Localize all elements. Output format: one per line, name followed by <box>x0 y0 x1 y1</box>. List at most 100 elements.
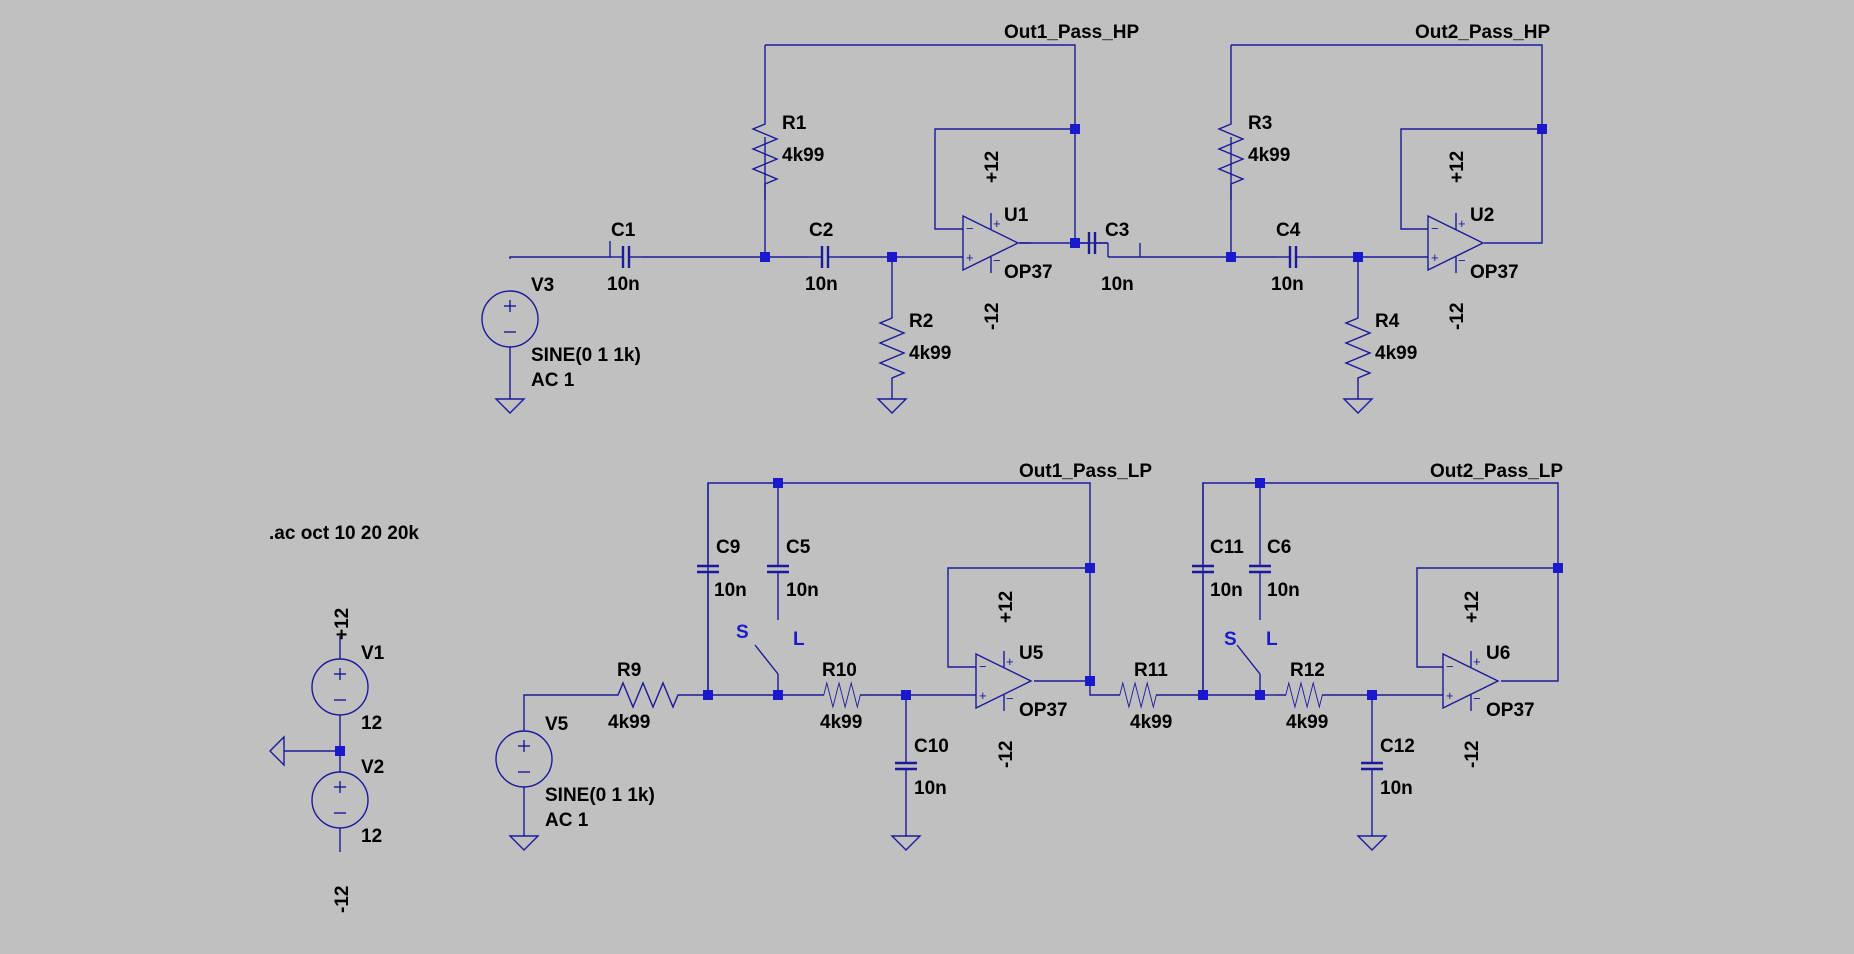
capacitor <box>608 244 644 270</box>
r2-value: 4k99 <box>909 343 951 364</box>
capacitor <box>807 244 843 270</box>
pin-polarity-mark: + <box>1006 654 1014 669</box>
junction-dot <box>1553 563 1563 573</box>
wire <box>1231 44 1543 129</box>
pin-polarity-mark: + <box>993 216 1001 231</box>
r10-name: R10 <box>822 660 857 681</box>
u6-neg-supply: -12 <box>1462 741 1483 768</box>
r4-name: R4 <box>1375 311 1400 332</box>
ground-symbol <box>269 735 285 767</box>
c1-value: 10n <box>607 274 640 295</box>
c9-value: 10n <box>714 580 747 601</box>
wire <box>765 44 1076 129</box>
junction-dot <box>887 252 897 262</box>
v2-neg-net: -12 <box>332 886 353 913</box>
v2-name: V2 <box>361 757 384 778</box>
v3-line1: SINE(0 1 1k) <box>531 345 641 366</box>
c6-value: 10n <box>1267 580 1300 601</box>
u1-pos-supply: +12 <box>982 151 1003 183</box>
wire <box>934 128 1076 244</box>
voltage-source <box>311 658 369 716</box>
c5-value: 10n <box>786 580 819 601</box>
u5-neg-supply: -12 <box>996 741 1017 768</box>
resistor <box>1345 301 1371 395</box>
v5-line1: SINE(0 1 1k) <box>545 785 655 806</box>
r12-name: R12 <box>1290 660 1325 681</box>
v2-value: 12 <box>361 826 382 847</box>
junction-dot <box>1226 252 1236 262</box>
c4-value: 10n <box>1271 274 1304 295</box>
pin-polarity-mark: + <box>1458 216 1466 231</box>
r2-name: R2 <box>909 311 933 332</box>
v3-name: V3 <box>531 275 554 296</box>
pin-polarity-mark: − <box>1473 691 1481 706</box>
pin-polarity-mark: − <box>1458 253 1466 268</box>
junction-dot <box>1085 676 1095 686</box>
u6-model: OP37 <box>1486 700 1535 721</box>
wire <box>523 694 602 731</box>
r3-value: 4k99 <box>1248 145 1290 166</box>
junction-dot <box>760 252 770 262</box>
r11-value: 4k99 <box>1130 712 1172 733</box>
c2-value: 10n <box>805 274 838 295</box>
r1-name: R1 <box>782 113 807 134</box>
pin-polarity-mark: − <box>979 659 987 674</box>
r12-value: 4k99 <box>1286 712 1328 733</box>
r4-value: 4k99 <box>1375 343 1417 364</box>
resistor <box>1109 682 1167 708</box>
c3-value: 10n <box>1101 274 1134 295</box>
u6-pos-supply: +12 <box>1462 591 1483 623</box>
resistor <box>752 107 778 201</box>
ground-symbol <box>509 835 539 851</box>
ground-symbol <box>891 835 921 851</box>
u2-name: U2 <box>1470 205 1494 226</box>
wire <box>947 567 1091 682</box>
pin-polarity-mark: − <box>993 253 1001 268</box>
junction-dot <box>1537 124 1547 134</box>
switch-l-label: L <box>793 629 805 650</box>
spice-directive: .ac oct 10 20 20k <box>269 523 419 544</box>
pin-polarity-mark: − <box>1446 659 1454 674</box>
junction-dot <box>1070 124 1080 134</box>
power-supply: +12 -12 V1 12 V2 12 <box>269 608 385 913</box>
wire <box>509 241 611 259</box>
highpass-filter: −+ +− −+ +− Out1_Pass_HP Out2_Pass_HP R1… <box>481 22 1551 414</box>
junction-dot <box>1353 252 1363 262</box>
v3-line2: AC 1 <box>531 370 575 391</box>
junction-dot <box>1255 690 1265 700</box>
net-label-out2-hp: Out2_Pass_HP <box>1415 22 1551 43</box>
ground-symbol <box>1357 835 1387 851</box>
switch-s-label: S <box>736 622 749 643</box>
v5-name: V5 <box>545 714 569 735</box>
capacitor <box>1275 244 1311 270</box>
c5-name: C5 <box>786 537 811 558</box>
u1-name: U1 <box>1004 205 1029 226</box>
c11-name: C11 <box>1210 537 1244 558</box>
net-label-out1-lp: Out1_Pass_LP <box>1019 461 1152 482</box>
ground-symbol <box>495 398 525 414</box>
c3-name: C3 <box>1105 220 1129 241</box>
c2-name: C2 <box>809 220 833 241</box>
c10-name: C10 <box>914 736 949 757</box>
junction-dot <box>1255 478 1265 488</box>
resistor <box>1275 682 1333 708</box>
resistor <box>601 682 695 708</box>
switch-blade <box>1236 644 1261 675</box>
pin-polarity-mark: + <box>1431 250 1439 265</box>
v1-value: 12 <box>361 713 382 734</box>
voltage-source <box>495 730 553 788</box>
junction-dot <box>335 746 345 756</box>
pin-polarity-mark: + <box>1446 688 1454 703</box>
pin-polarity-mark: + <box>979 688 987 703</box>
ground-symbol <box>877 398 907 414</box>
lowpass-filter: −+ +− −+ +− Out1_Pass_LP Out2_Pass_LP C9… <box>495 461 1563 851</box>
ground-symbol <box>1343 398 1373 414</box>
v1-name: V1 <box>361 643 385 664</box>
c4-name: C4 <box>1276 220 1301 241</box>
switch-l-label: L <box>1266 629 1278 650</box>
u5-name: U5 <box>1019 643 1044 664</box>
pin-polarity-mark: + <box>966 250 974 265</box>
r3-name: R3 <box>1248 113 1272 134</box>
u2-pos-supply: +12 <box>1447 151 1468 183</box>
